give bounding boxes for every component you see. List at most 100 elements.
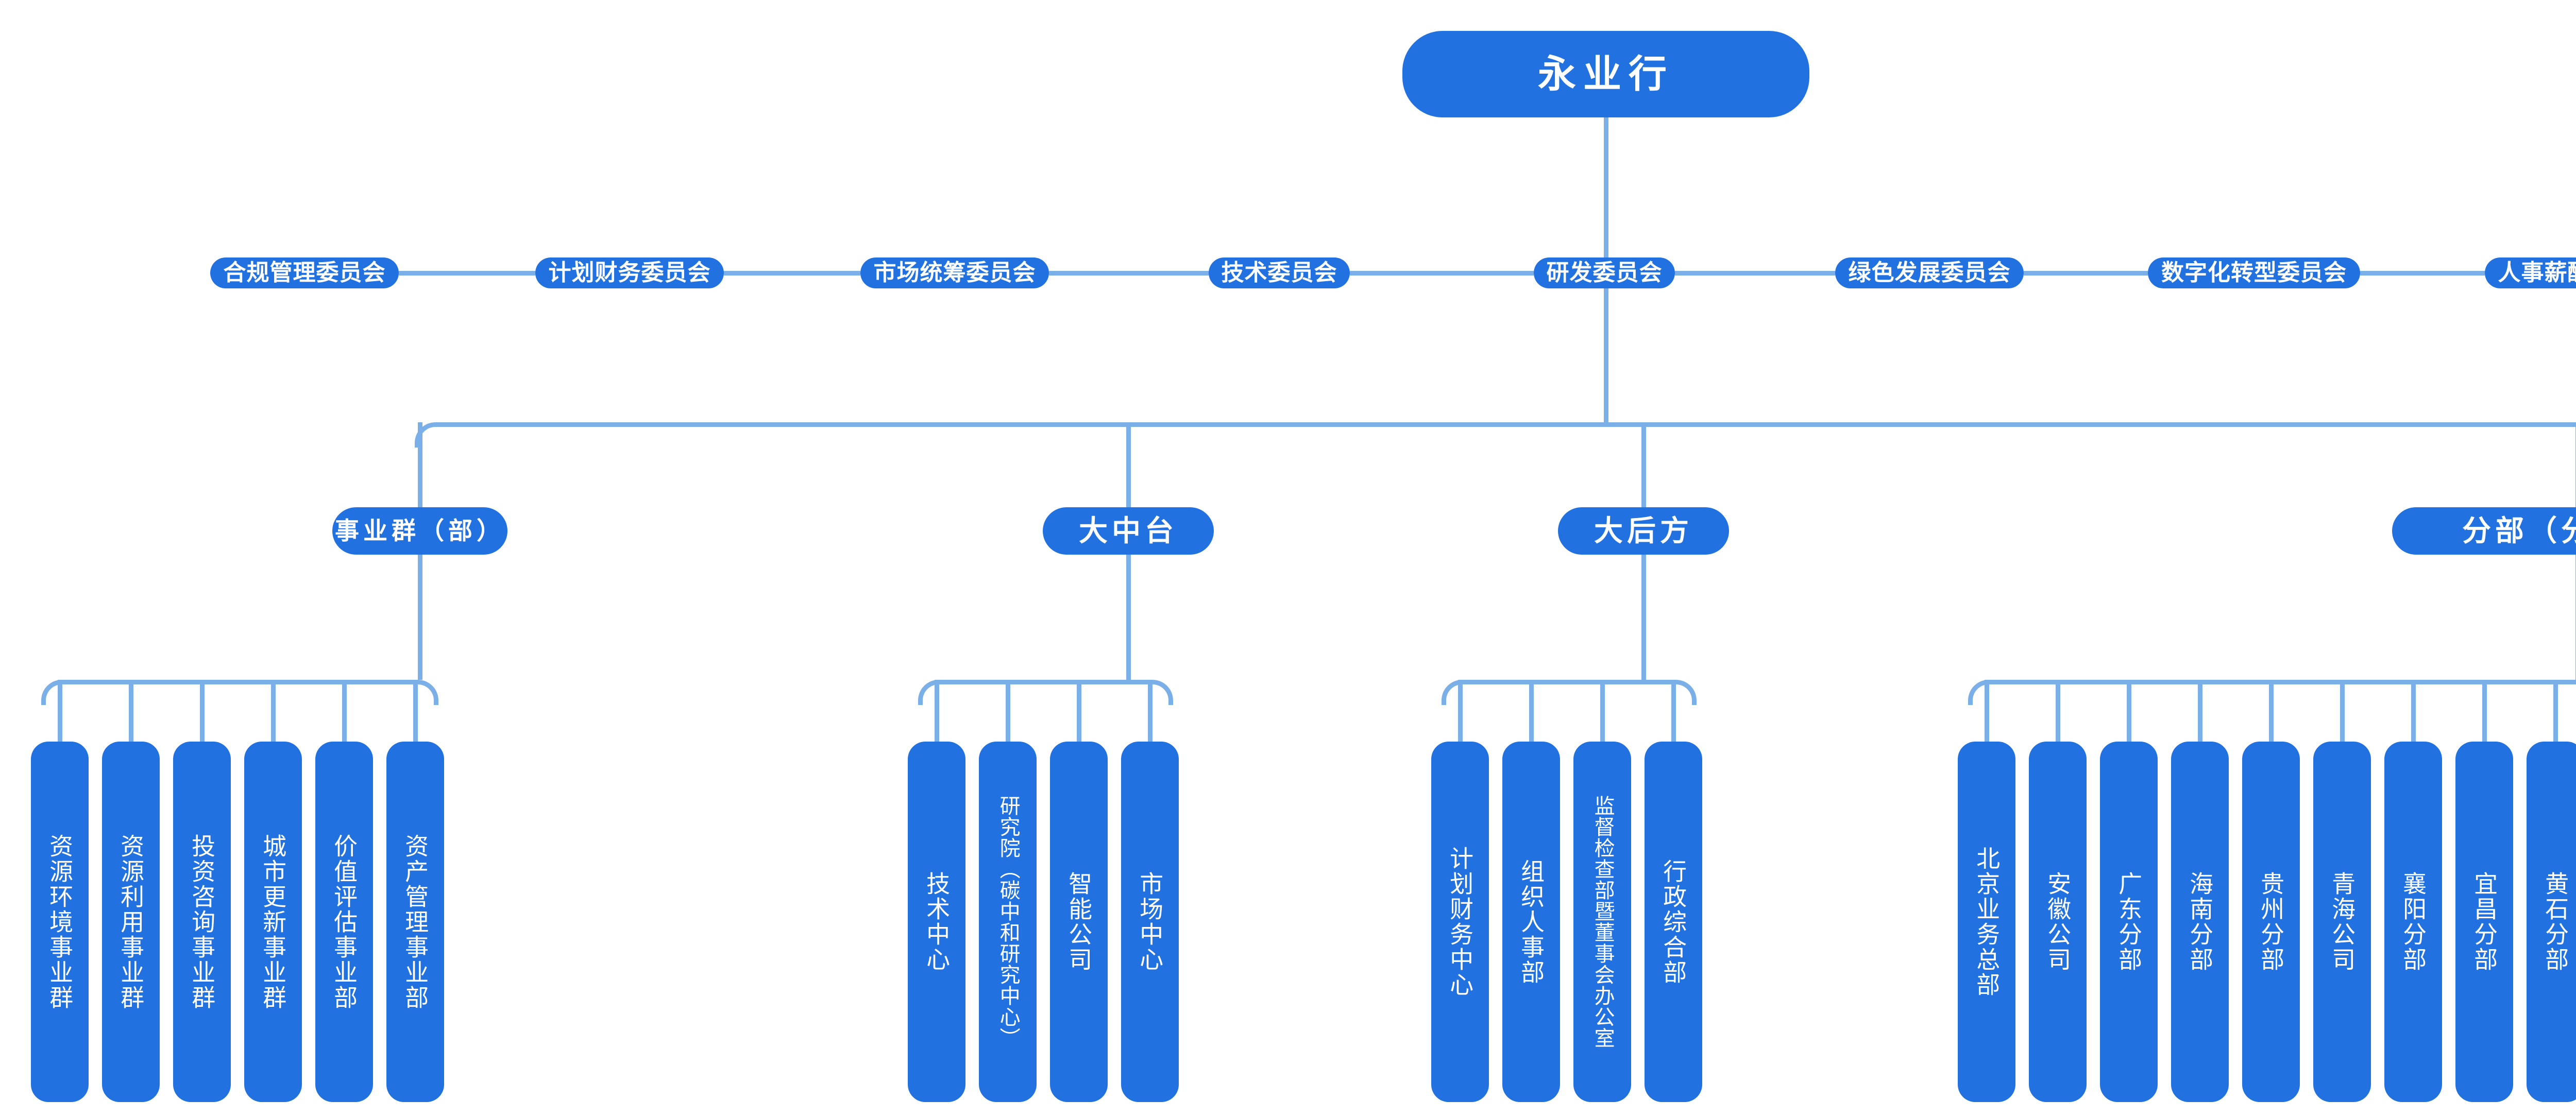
committee-node-label: 合规管理委员会 [223, 260, 386, 286]
leaf-node-label: 资源利用事业群 [117, 833, 145, 1010]
connector-leaf-bus-right-corner-1 [1148, 680, 1173, 705]
group-node-label: 事业群（部） [335, 517, 505, 545]
leaf-node-label: 广东分部 [2115, 871, 2143, 972]
leaf-node-3-6[interactable]: 襄阳分部 [2384, 742, 2442, 1102]
connector-leaf-stem-0-2 [200, 680, 205, 742]
connector-leaf-stem-1-3 [1148, 680, 1153, 742]
leaf-node-label: 技术中心 [923, 871, 951, 972]
leaf-node-3-5[interactable]: 青海公司 [2313, 742, 2371, 1102]
leaf-node-label: 青海公司 [2329, 871, 2356, 972]
connector-leaf-stem-0-3 [271, 680, 276, 742]
leaf-node-3-4[interactable]: 贵州分部 [2242, 742, 2300, 1102]
leaf-node-label: 北京业务总部 [1973, 846, 2001, 998]
leaf-node-3-3[interactable]: 海南分部 [2171, 742, 2229, 1102]
leaf-node-label: 监督检查部暨董事会办公室 [1591, 795, 1614, 1049]
leaf-node-2-2[interactable]: 监督检查部暨董事会办公室 [1573, 742, 1631, 1102]
committee-node-label: 人事薪酬委员会 [2498, 260, 2576, 286]
committee-node-1[interactable]: 计划财务委员会 [535, 257, 724, 288]
committee-node-label: 数字化转型委员会 [2161, 260, 2347, 286]
connector-leaf-bus-left-corner-0 [41, 680, 66, 705]
connector-leaf-stem-0-0 [58, 680, 62, 742]
leaf-node-0-1[interactable]: 资源利用事业群 [102, 742, 160, 1102]
leaf-node-3-2[interactable]: 广东分部 [2100, 742, 2158, 1102]
connector-committee-link-4 [1675, 271, 1835, 276]
connector-leaf-stem-2-0 [1458, 680, 1463, 742]
committee-node-3[interactable]: 技术委员会 [1209, 257, 1350, 288]
leaf-node-label: 安徽公司 [2044, 871, 2072, 972]
group-node-0[interactable]: 事业群（部） [332, 507, 507, 555]
connector-leaf-stem-2-2 [1600, 680, 1605, 742]
leaf-node-3-8[interactable]: 黄石分部 [2527, 742, 2576, 1102]
connector-committee-link-1 [724, 271, 860, 276]
connector-leaf-bus-right-corner-0 [413, 680, 438, 705]
connector-leaf-stem-0-1 [129, 680, 133, 742]
connector-committee-link-0 [399, 271, 535, 276]
leaf-node-label: 行政综合部 [1660, 858, 1687, 985]
leaf-node-3-0[interactable]: 北京业务总部 [1958, 742, 2015, 1102]
committee-node-6[interactable]: 数字化转型委员会 [2148, 257, 2360, 288]
connector-committee-link-6 [2360, 271, 2485, 276]
connector-leaf-stem-0-4 [342, 680, 347, 742]
group-node-3[interactable]: 分部（分公司） [2392, 507, 2576, 555]
leaf-node-0-5[interactable]: 资产管理事业部 [386, 742, 444, 1102]
connector-group-down-1 [1126, 555, 1131, 680]
leaf-node-label: 襄阳分部 [2400, 871, 2427, 972]
root-node-yongyehang[interactable]: 永业行 [1402, 31, 1809, 117]
connector-leaf-bus-left-corner-3 [1968, 680, 1993, 705]
leaf-node-0-3[interactable]: 城市更新事业群 [244, 742, 302, 1102]
leaf-node-2-3[interactable]: 行政综合部 [1645, 742, 1702, 1102]
leaf-node-0-2[interactable]: 投资咨询事业群 [173, 742, 231, 1102]
leaf-node-2-1[interactable]: 组织人事部 [1502, 742, 1560, 1102]
connector-leaf-bus-2 [1460, 680, 1673, 684]
group-node-1[interactable]: 大中台 [1043, 507, 1214, 555]
connector-leaf-stem-3-0 [1985, 680, 1989, 742]
connector-leaf-stem-3-6 [2411, 680, 2416, 742]
connector-leaf-stem-1-2 [1077, 680, 1081, 742]
leaf-node-0-0[interactable]: 资源环境事业群 [31, 742, 89, 1102]
connector-leaf-bus-1 [937, 680, 1150, 684]
connector-leaf-stem-3-8 [2553, 680, 2558, 742]
root-node-label: 永业行 [1538, 53, 1674, 96]
committee-node-0[interactable]: 合规管理委员会 [210, 257, 399, 288]
connector-group-down-0 [418, 555, 422, 680]
connector-leaf-bus-right-corner-2 [1671, 680, 1697, 705]
connector-leaf-stem-1-1 [1006, 680, 1010, 742]
committee-node-7[interactable]: 人事薪酬委员会 [2485, 257, 2576, 288]
leaf-node-label: 智能公司 [1065, 871, 1093, 972]
connector-leaf-bus-0 [60, 680, 415, 684]
committee-node-label: 绿色发展委员会 [1848, 260, 2011, 286]
connector-group-stem-2 [1641, 422, 1646, 507]
leaf-node-1-3[interactable]: 市场中心 [1121, 742, 1179, 1102]
connector-group-bus [434, 422, 2576, 427]
committee-node-4[interactable]: 研发委员会 [1534, 257, 1675, 288]
connector-leaf-stem-3-2 [2127, 680, 2131, 742]
connector-group-stem-1 [1126, 422, 1131, 507]
connector-leaf-bus-3 [1987, 680, 2576, 684]
group-node-label: 大后方 [1594, 514, 1693, 547]
leaf-node-label: 市场中心 [1137, 871, 1164, 972]
leaf-node-0-4[interactable]: 价值评估事业部 [315, 742, 373, 1102]
group-node-2[interactable]: 大后方 [1558, 507, 1729, 555]
leaf-node-1-1[interactable]: 研究院（碳中和研究中心） [979, 742, 1037, 1102]
leaf-node-label: 价值评估事业部 [331, 833, 358, 1010]
leaf-node-1-2[interactable]: 智能公司 [1050, 742, 1108, 1102]
connector-committee-link-2 [1049, 271, 1209, 276]
leaf-node-1-0[interactable]: 技术中心 [908, 742, 965, 1102]
committee-node-label: 市场统筹委员会 [873, 260, 1036, 286]
leaf-node-label: 黄石分部 [2542, 871, 2569, 972]
committee-node-2[interactable]: 市场统筹委员会 [860, 257, 1049, 288]
connector-leaf-stem-3-5 [2340, 680, 2345, 742]
leaf-node-label: 贵州分部 [2258, 871, 2285, 972]
leaf-node-2-0[interactable]: 计划财务中心 [1431, 742, 1489, 1102]
connector-trunk-to-groups [1604, 288, 1608, 425]
connector-leaf-bus-left-corner-1 [918, 680, 943, 705]
committee-node-5[interactable]: 绿色发展委员会 [1835, 257, 2024, 288]
leaf-node-3-1[interactable]: 安徽公司 [2029, 742, 2087, 1102]
leaf-node-label: 海南分部 [2187, 871, 2214, 972]
connector-group-down-2 [1641, 555, 1646, 680]
connector-leaf-stem-0-5 [413, 680, 418, 742]
leaf-node-label: 资源环境事业群 [46, 833, 74, 1010]
group-node-label: 分部（分公司） [2462, 514, 2576, 547]
leaf-node-3-7[interactable]: 宜昌分部 [2455, 742, 2513, 1102]
